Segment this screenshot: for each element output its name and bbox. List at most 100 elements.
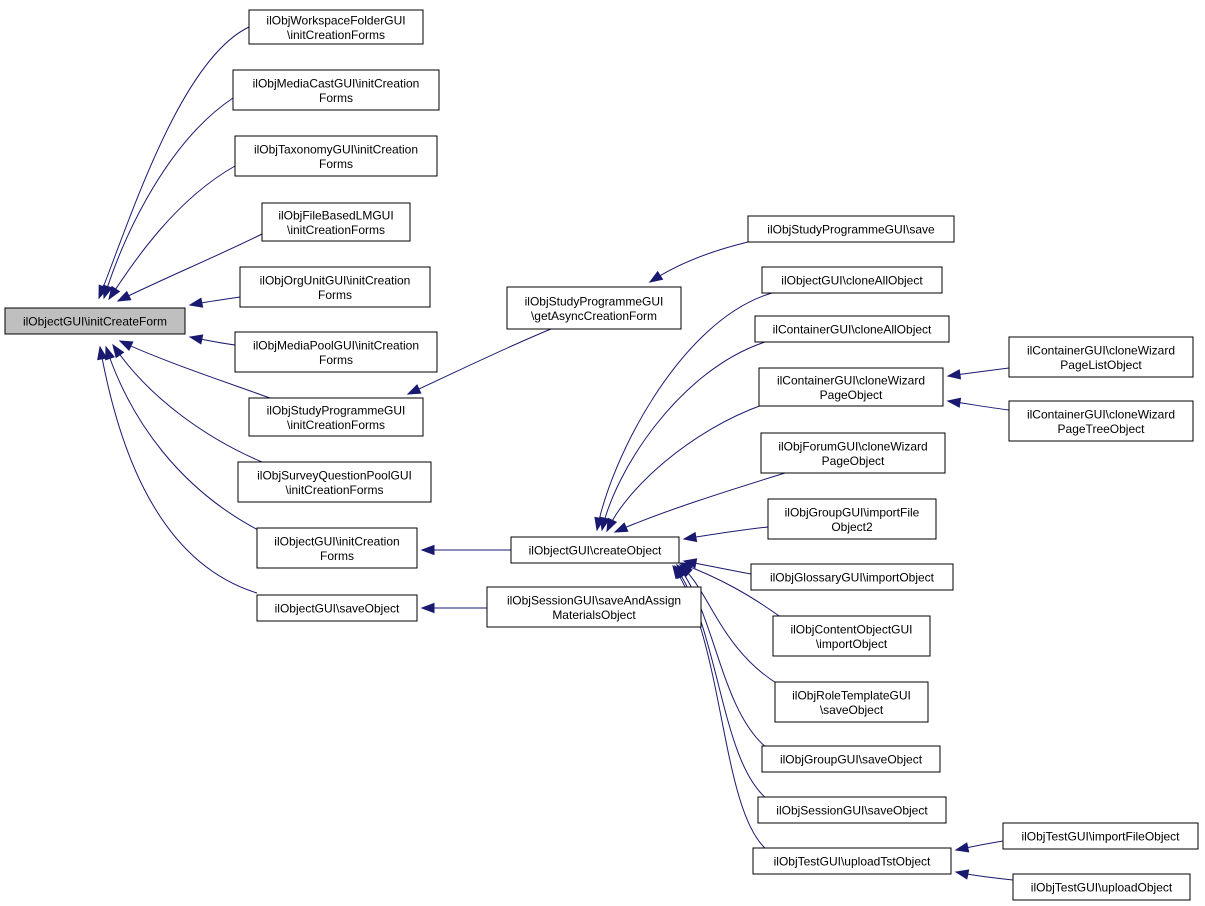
node-box (234, 135, 438, 177)
node-box (754, 315, 950, 343)
arrowhead (682, 531, 698, 543)
edge-line (676, 564, 768, 749)
node-box (510, 536, 680, 564)
edge-grpimp-to-co (682, 526, 769, 543)
node-mc[interactable]: ilObjMediaCastGUI\initCreationForms (232, 69, 440, 111)
node-label: \initCreationForms (287, 418, 385, 432)
edge-line (103, 97, 234, 299)
node-tax[interactable]: ilObjTaxonomyGUI\initCreationForms (234, 135, 438, 177)
node-label: PageObject (822, 454, 885, 468)
edge-line (606, 403, 766, 532)
node-box (767, 498, 937, 540)
node-ccao[interactable]: ilContainerGUI\cloneAllObject (754, 315, 950, 343)
node-org[interactable]: ilObjOrgUnitGUI\initCreationForms (239, 266, 431, 308)
node-label: ilObjectGUI\initCreateForm (23, 315, 167, 329)
edge-fblm-to-root (116, 233, 263, 302)
node-sesassign[interactable]: ilObjSessionGUI\saveAndAssignMaterialsOb… (486, 586, 702, 628)
node-label: \getAsyncCreationForm (531, 309, 657, 323)
node-label: ilContainerGUI\cloneWizard (1027, 343, 1175, 357)
edge-line (112, 344, 263, 463)
node-role[interactable]: ilObjRoleTemplateGUI\saveObject (774, 681, 929, 723)
arrowhead (188, 297, 204, 308)
arrowhead (420, 602, 435, 614)
edge-line (108, 165, 236, 300)
node-box (4, 307, 186, 335)
edge-line (98, 26, 250, 299)
node-label: Forms (319, 353, 353, 367)
node-box (758, 367, 944, 407)
arrowhead (97, 345, 108, 361)
node-label: \initCreationForms (287, 223, 385, 237)
node-label: ilObjStudyProgrammeGUI (267, 403, 406, 417)
node-box (757, 796, 947, 824)
node-label: \initCreationForms (287, 28, 385, 42)
node-spasync[interactable]: ilObjStudyProgrammeGUI\getAsyncCreationF… (506, 286, 682, 330)
arrowhead (105, 345, 115, 361)
node-spsave[interactable]: ilObjStudyProgrammeGUI\save (747, 215, 955, 243)
edge-tax-to-root (108, 165, 236, 301)
node-sqp[interactable]: ilObjSurveyQuestionPoolGUI\initCreationF… (237, 461, 432, 503)
arrowhead (112, 343, 125, 359)
arrowhead (108, 285, 121, 301)
node-label: ilObjectGUI\cloneAllObject (781, 274, 923, 288)
node-mp[interactable]: ilObjMediaPoolGUI\initCreationForms (234, 331, 438, 373)
node-box (1012, 873, 1191, 901)
node-co[interactable]: ilObjectGUI\createObject (510, 536, 680, 564)
node-sessave[interactable]: ilObjSessionGUI\saveObject (757, 796, 947, 824)
node-box (234, 331, 438, 373)
node-sp[interactable]: ilObjStudyProgrammeGUI\initCreationForms (248, 397, 424, 437)
node-label: ilObjOrgUnitGUI\initCreation (260, 273, 411, 287)
node-label: Forms (320, 549, 354, 563)
node-ws[interactable]: ilObjWorkspaceFolderGUI\initCreationForm… (248, 9, 424, 45)
edge-spsave-to-spasync (648, 241, 749, 283)
node-tstuplobj[interactable]: ilObjTestGUI\uploadObject (1012, 873, 1191, 901)
node-label: PageObject (820, 388, 883, 402)
node-box (761, 266, 943, 294)
node-box (256, 527, 418, 569)
node-label: Forms (319, 157, 353, 171)
node-fblm[interactable]: ilObjFileBasedLMGUI\initCreationForms (261, 202, 411, 242)
node-cont[interactable]: ilObjContentObjectGUI\importObject (772, 615, 931, 657)
node-box (747, 215, 955, 243)
node-root[interactable]: ilObjectGUI\initCreateForm (4, 307, 186, 335)
edge-oso-to-root (97, 345, 258, 594)
edge-line (117, 233, 263, 302)
edge-line (99, 346, 258, 594)
node-box (506, 286, 682, 330)
node-label: Forms (319, 91, 353, 105)
edge-ccao-to-co (599, 341, 766, 532)
arrowhead (613, 522, 629, 533)
node-box (232, 69, 440, 111)
arrowhead (102, 284, 113, 300)
node-label: ilObjContentObjectGUI (790, 622, 912, 636)
node-ocao[interactable]: ilObjectGUI\cloneAllObject (761, 266, 943, 294)
edge-line (119, 340, 271, 399)
node-tstupl[interactable]: ilObjTestGUI\uploadTstObject (752, 847, 952, 875)
edge-mp-to-root (188, 334, 236, 346)
node-label: ilObjGroupGUI\importFile (785, 505, 920, 519)
node-oicf[interactable]: ilObjectGUI\initCreationForms (256, 527, 418, 569)
node-box (486, 586, 702, 628)
arrowhead (116, 290, 132, 302)
node-gloss[interactable]: ilObjGlossaryGUI\importObject (750, 563, 954, 591)
node-label: ilObjForumGUI\cloneWizard (778, 439, 927, 453)
node-label: PageListObject (1060, 358, 1142, 372)
node-box (750, 563, 954, 591)
node-label: ilObjTestGUI\importFileObject (1021, 830, 1180, 844)
node-box (761, 745, 941, 773)
node-oso[interactable]: ilObjectGUI\saveObject (256, 594, 418, 622)
node-label: ilObjTestGUI\uploadObject (1031, 881, 1173, 895)
node-grpsave[interactable]: ilObjGroupGUI\saveObject (761, 745, 941, 773)
node-label: PageTreeObject (1058, 422, 1146, 436)
node-tstimp[interactable]: ilObjTestGUI\importFileObject (1002, 822, 1199, 850)
node-box (261, 202, 411, 242)
node-box (256, 594, 418, 622)
arrowhead (946, 397, 962, 408)
node-label: ilObjectGUI\initCreation (274, 534, 399, 548)
node-box (760, 432, 946, 474)
